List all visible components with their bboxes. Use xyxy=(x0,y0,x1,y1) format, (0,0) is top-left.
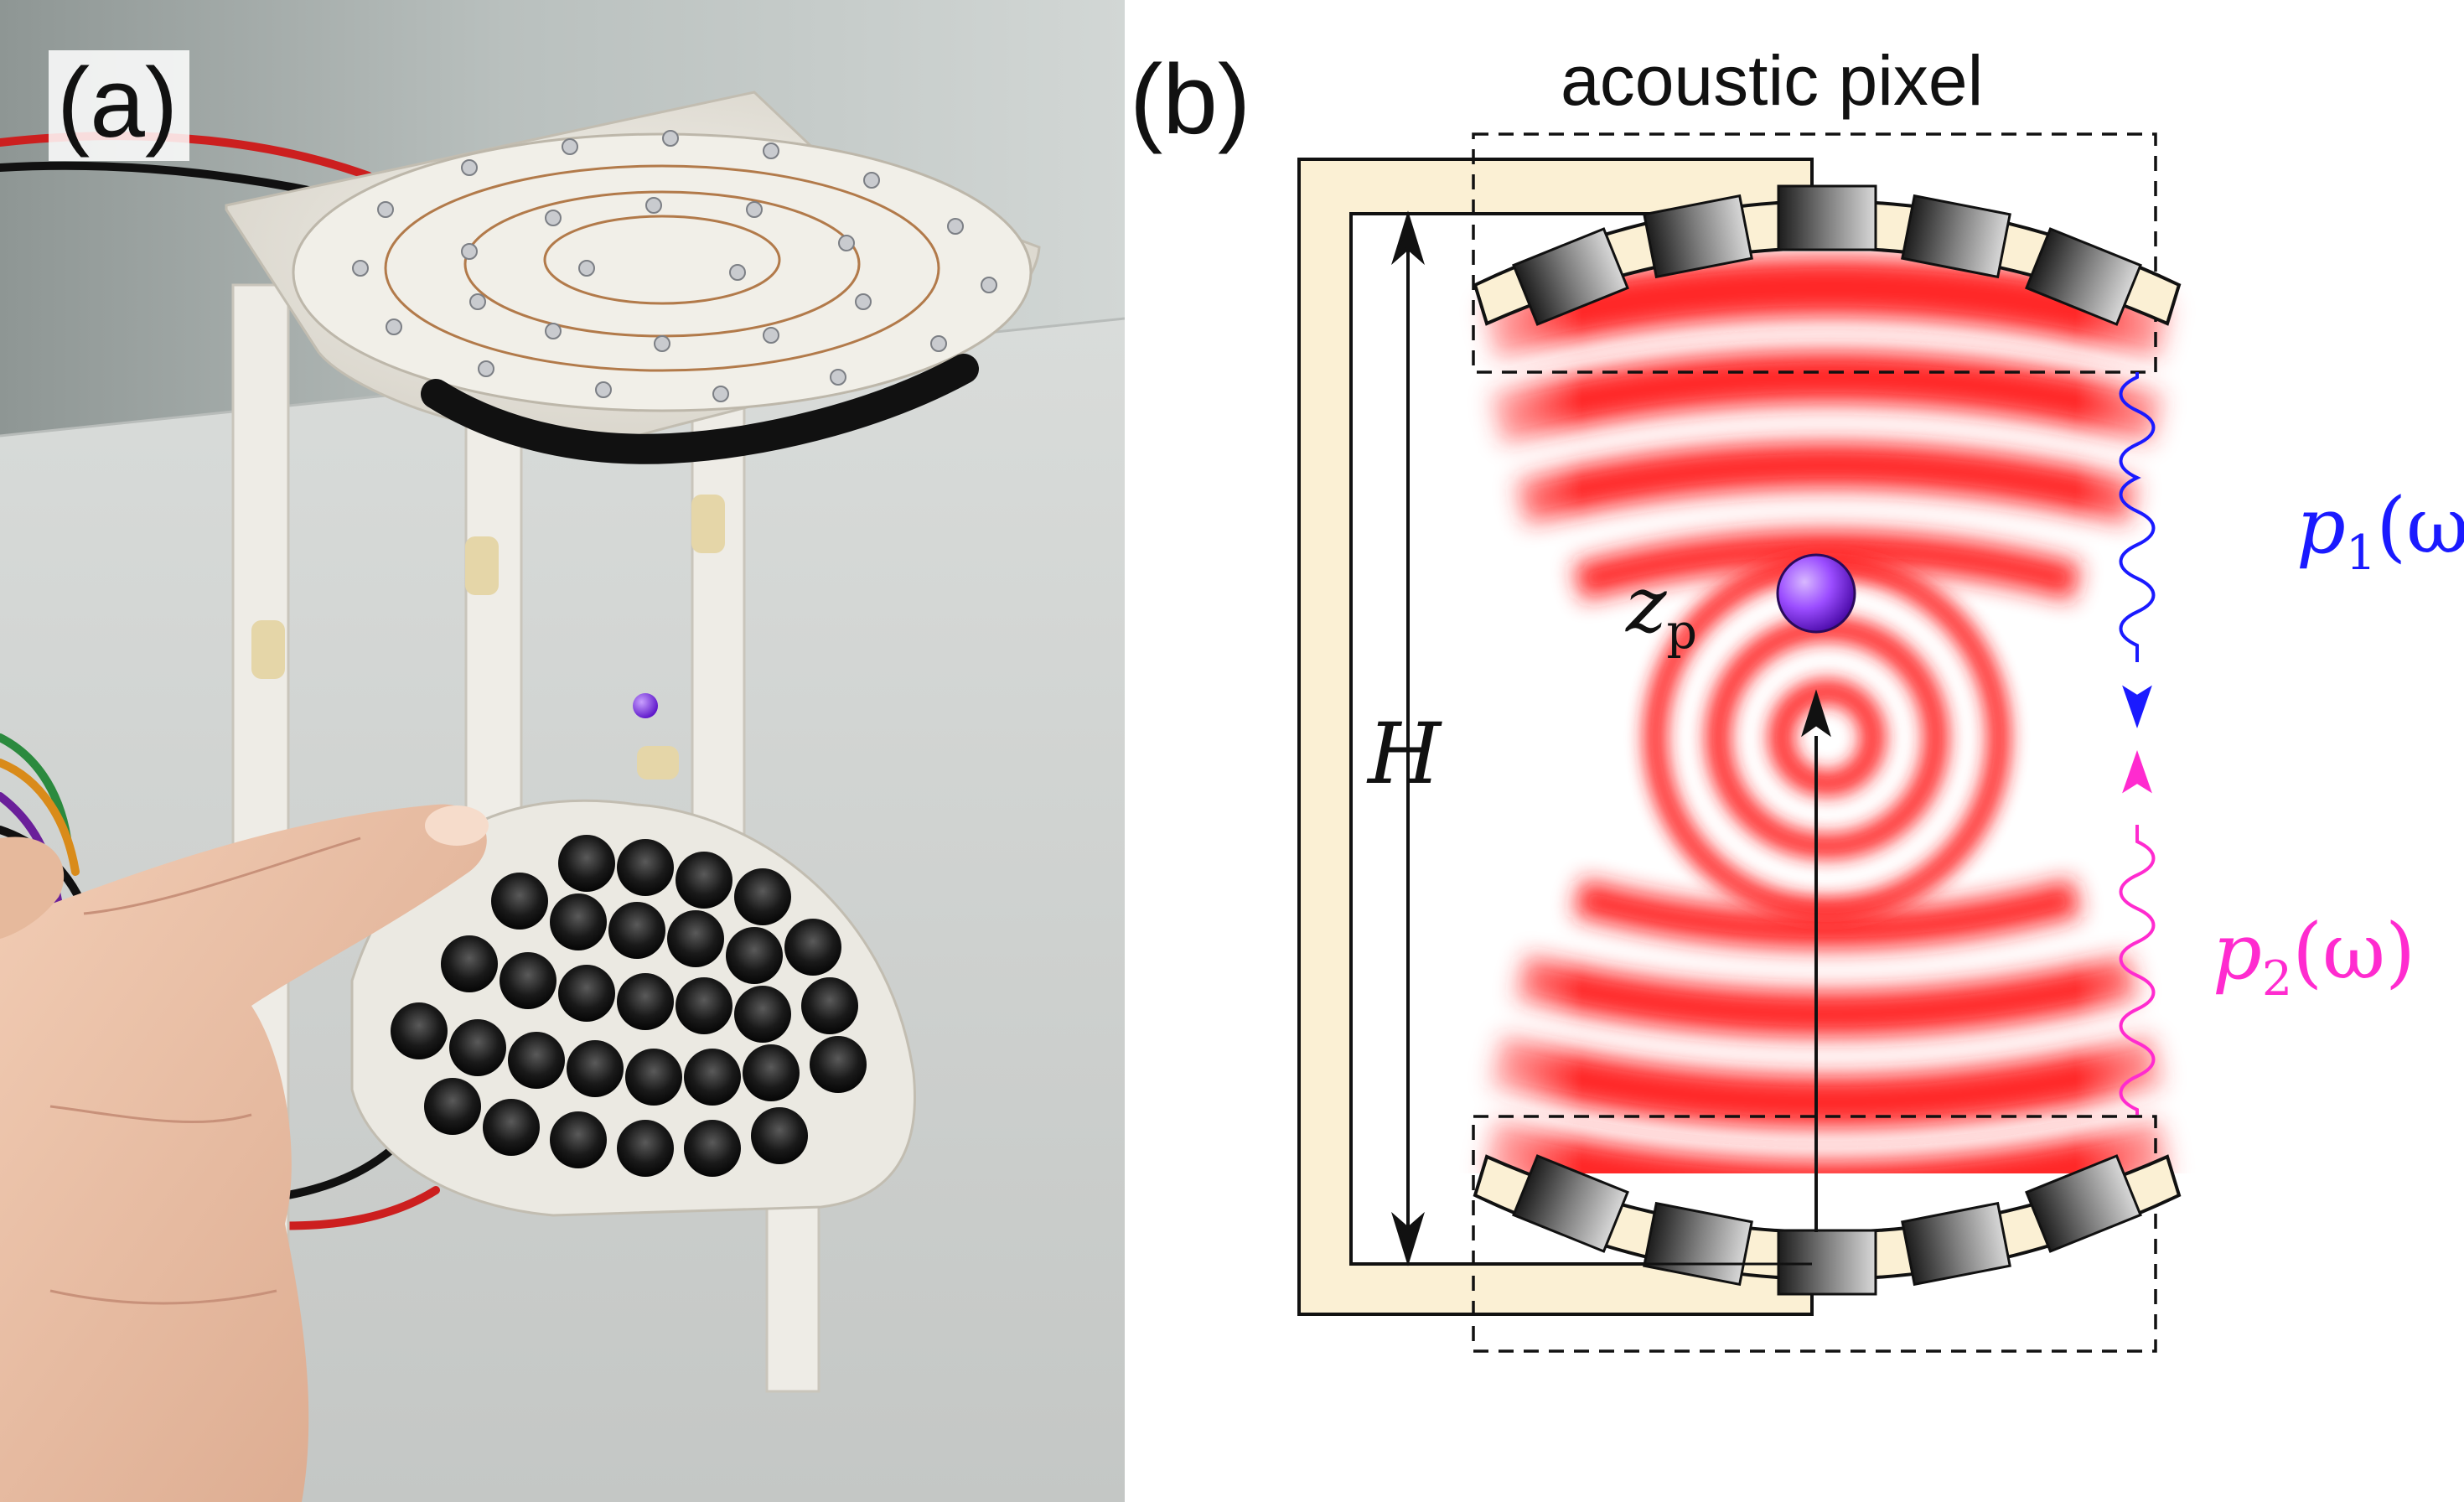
wave-p1-arrow xyxy=(2119,372,2156,729)
transducer xyxy=(1512,1154,1629,1253)
transducer xyxy=(1643,194,1753,279)
levitator-photo xyxy=(0,0,1125,1502)
wave-p2-arrow xyxy=(2119,749,2156,1115)
lower-transducer-array xyxy=(350,799,916,1217)
top-transducer-array xyxy=(1473,184,2182,326)
height-label: H xyxy=(1368,705,1442,803)
wave2-subscript: 2 xyxy=(2261,950,2293,1007)
hand xyxy=(0,804,489,1502)
height-arrow xyxy=(1351,210,1812,1266)
wave1-subscript: 1 xyxy=(2345,525,2377,581)
position-arrow xyxy=(1801,689,1831,1232)
levitated-particle xyxy=(633,693,658,718)
acoustic-pixel-caption: acoustic pixel xyxy=(1561,41,1984,120)
panel-a-label: (a) xyxy=(49,50,190,161)
transducer xyxy=(2025,1154,2142,1253)
wave2-label: p2(ω) xyxy=(2213,914,2415,1003)
acoustic-pixel-diagram xyxy=(1297,132,2182,1353)
transducer xyxy=(2025,227,2142,326)
wave2-argument: (ω) xyxy=(2292,907,2416,997)
panel-b-label: (b) xyxy=(1130,44,1251,155)
particle-position-label: zp xyxy=(1626,567,1697,656)
transducer xyxy=(1901,194,2011,279)
wave1-argument: (ω) xyxy=(2376,481,2464,571)
transducer xyxy=(1777,1229,1877,1296)
transducer xyxy=(1901,1201,2011,1287)
wave1-label: p1(ω) xyxy=(2296,488,2464,577)
support-pillars xyxy=(231,283,820,1393)
transducer xyxy=(1777,184,1877,251)
schematic-panel xyxy=(1125,0,2464,1502)
acoustic-pixel-box-top xyxy=(1472,132,2157,374)
wave2-symbol: p xyxy=(2213,907,2262,997)
photo-panel xyxy=(0,0,1125,1502)
levitated-particle xyxy=(1776,553,1856,634)
particle-subscript: p xyxy=(1666,603,1697,660)
wave1-symbol: p xyxy=(2296,481,2346,571)
particle-symbol: z xyxy=(1626,560,1667,650)
upper-transducer-array xyxy=(225,91,1041,464)
acoustic-field xyxy=(1478,257,2177,1220)
transducer xyxy=(1512,227,1629,326)
bottom-transducer-array xyxy=(1473,1154,2182,1296)
